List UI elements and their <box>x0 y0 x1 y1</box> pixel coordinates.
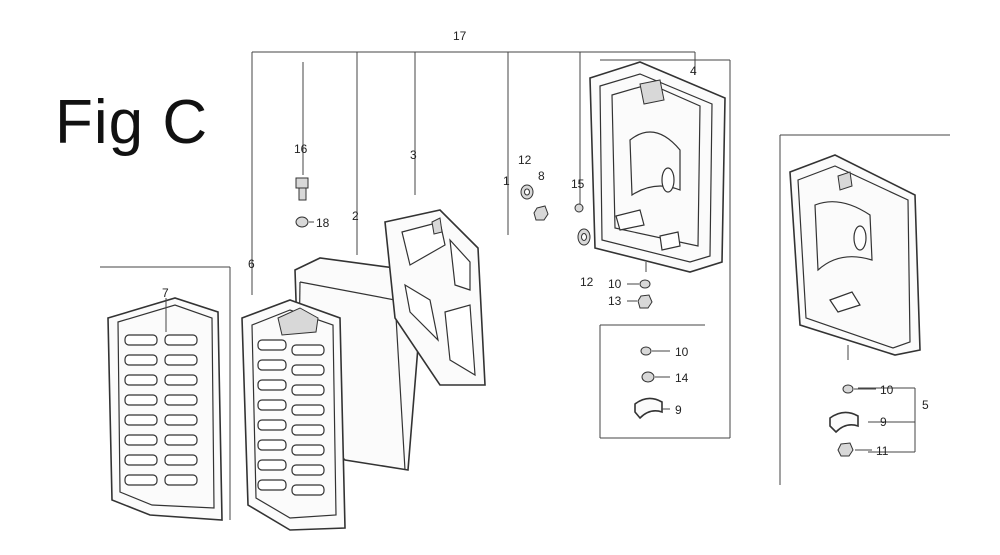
grille-cover-7 <box>107 297 223 521</box>
callout-9-a: 9 <box>675 403 682 417</box>
callout-10-a: 10 <box>608 277 622 291</box>
callout-8: 8 <box>538 169 545 183</box>
grille-6-slots <box>257 339 325 496</box>
bracket-17 <box>251 51 696 295</box>
nut-13 <box>627 294 653 309</box>
clip-9-a <box>634 397 670 420</box>
gasket-3 <box>384 209 486 386</box>
callout-10-c: 10 <box>880 383 894 397</box>
bolt-16 <box>295 177 309 201</box>
grille-7-slots <box>124 334 198 486</box>
callout-2: 2 <box>352 209 359 223</box>
air-cleaner-case-4 <box>589 61 726 273</box>
clip-9-b <box>829 411 859 434</box>
callout-12-lower: 12 <box>580 275 594 289</box>
bracket-7 <box>100 266 231 520</box>
clip-15 <box>574 203 584 213</box>
callout-6: 6 <box>248 257 255 271</box>
callout-14: 14 <box>675 371 689 385</box>
callout-4: 4 <box>690 64 697 78</box>
nut-14 <box>641 371 670 383</box>
air-cleaner-case-5 <box>789 154 921 360</box>
bracket-5 <box>779 134 950 485</box>
washer-10-a <box>627 279 651 289</box>
tube-1 <box>486 243 586 290</box>
nut-11 <box>837 442 872 457</box>
figure-title: Fig C <box>55 88 209 157</box>
callout-5: 5 <box>922 398 929 412</box>
nut-8 <box>533 205 549 221</box>
grommet-12-lower <box>577 228 591 246</box>
washer-18 <box>295 216 314 228</box>
bracket-4 <box>599 59 731 439</box>
washer-10-b <box>640 346 670 356</box>
callout-12-top: 12 <box>518 153 532 167</box>
callout-11: 11 <box>876 444 889 458</box>
callout-15: 15 <box>571 177 585 191</box>
callout-3: 3 <box>410 148 417 162</box>
grommet-12-top <box>520 184 534 200</box>
callout-7: 7 <box>162 286 169 300</box>
callout-9-b: 9 <box>880 415 887 429</box>
callout-16: 16 <box>294 142 308 156</box>
grille-6 <box>241 299 346 531</box>
callout-18: 18 <box>316 216 330 230</box>
callout-10-b: 10 <box>675 345 689 359</box>
callout-13: 13 <box>608 294 622 308</box>
callout-1: 1 <box>503 174 510 188</box>
callout-17: 17 <box>453 29 467 43</box>
washer-10-c <box>842 384 876 394</box>
